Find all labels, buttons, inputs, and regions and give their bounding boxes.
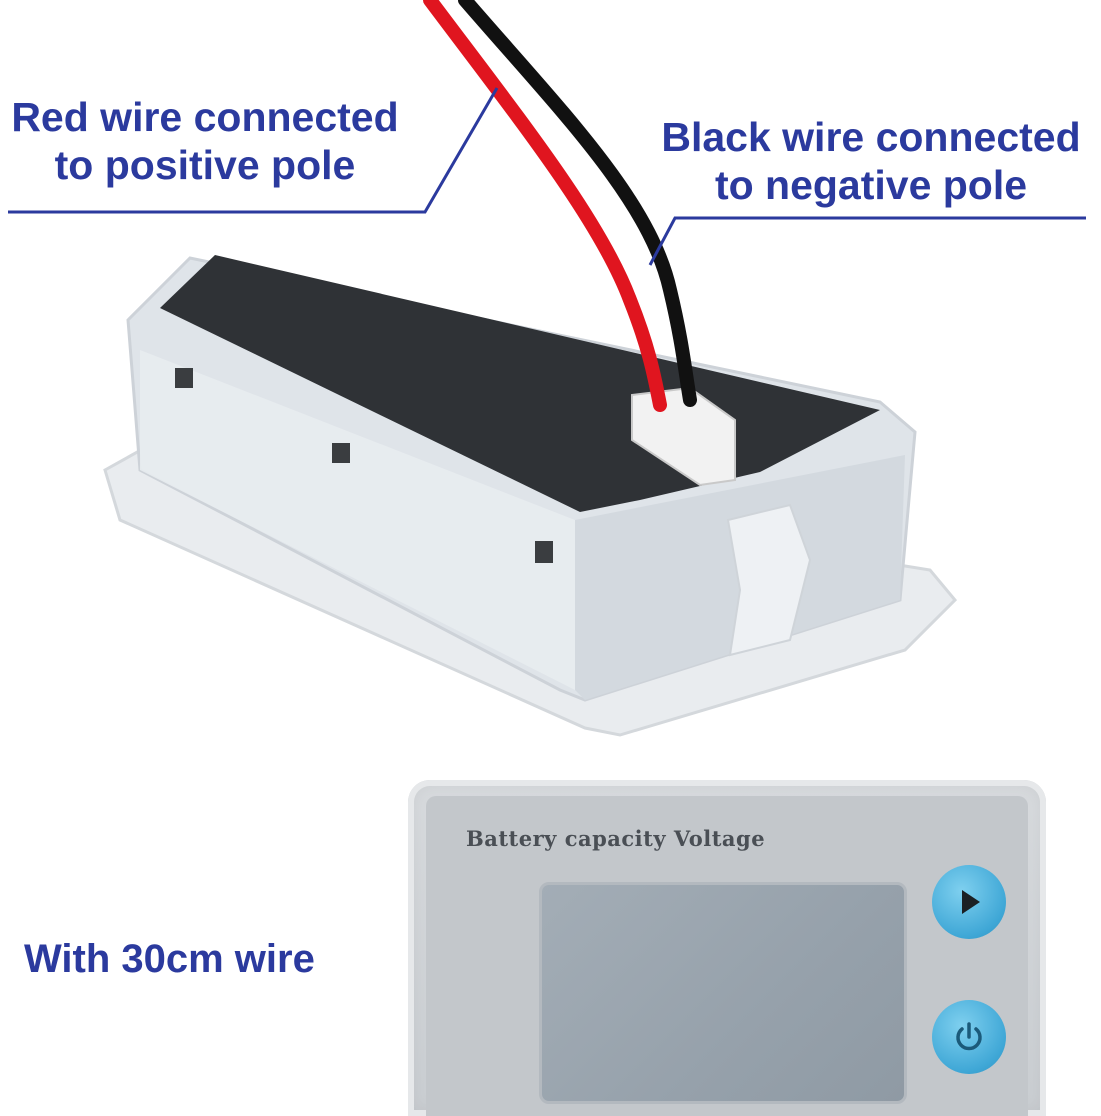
housing-tab <box>726 503 812 657</box>
red-wire-callout-line: to positive pole <box>54 142 356 188</box>
black-wire-callout: Black wire connected to negative pole <box>636 113 1101 209</box>
play-icon <box>962 890 980 914</box>
clip-slot <box>535 541 553 563</box>
red-wire <box>423 0 667 412</box>
red-wire-callout-line: Red wire connected <box>11 94 399 140</box>
power-icon <box>956 1022 982 1051</box>
black-wire-callout-line: to negative pole <box>714 162 1028 208</box>
black-wire <box>458 0 697 407</box>
power-button[interactable] <box>932 1000 1006 1074</box>
black-wire-leader-line <box>648 216 1086 266</box>
clip-slot <box>175 368 193 388</box>
housing-side <box>140 350 575 690</box>
meter-title: Battery capacity Voltage <box>466 826 766 851</box>
red-wire-callout: Red wire connected to positive pole <box>0 93 420 189</box>
lcd-screen <box>539 882 907 1104</box>
black-wire-callout-line: Black wire connected <box>661 114 1081 160</box>
red-wire-leader-line <box>8 87 499 214</box>
clip-slot <box>332 443 350 463</box>
play-button[interactable] <box>932 865 1006 939</box>
meter-face: Battery capacity Voltage <box>426 796 1028 1116</box>
wire-length-callout: With 30cm wire <box>24 937 315 981</box>
battery-meter-front: Battery capacity Voltage <box>408 780 1046 1116</box>
